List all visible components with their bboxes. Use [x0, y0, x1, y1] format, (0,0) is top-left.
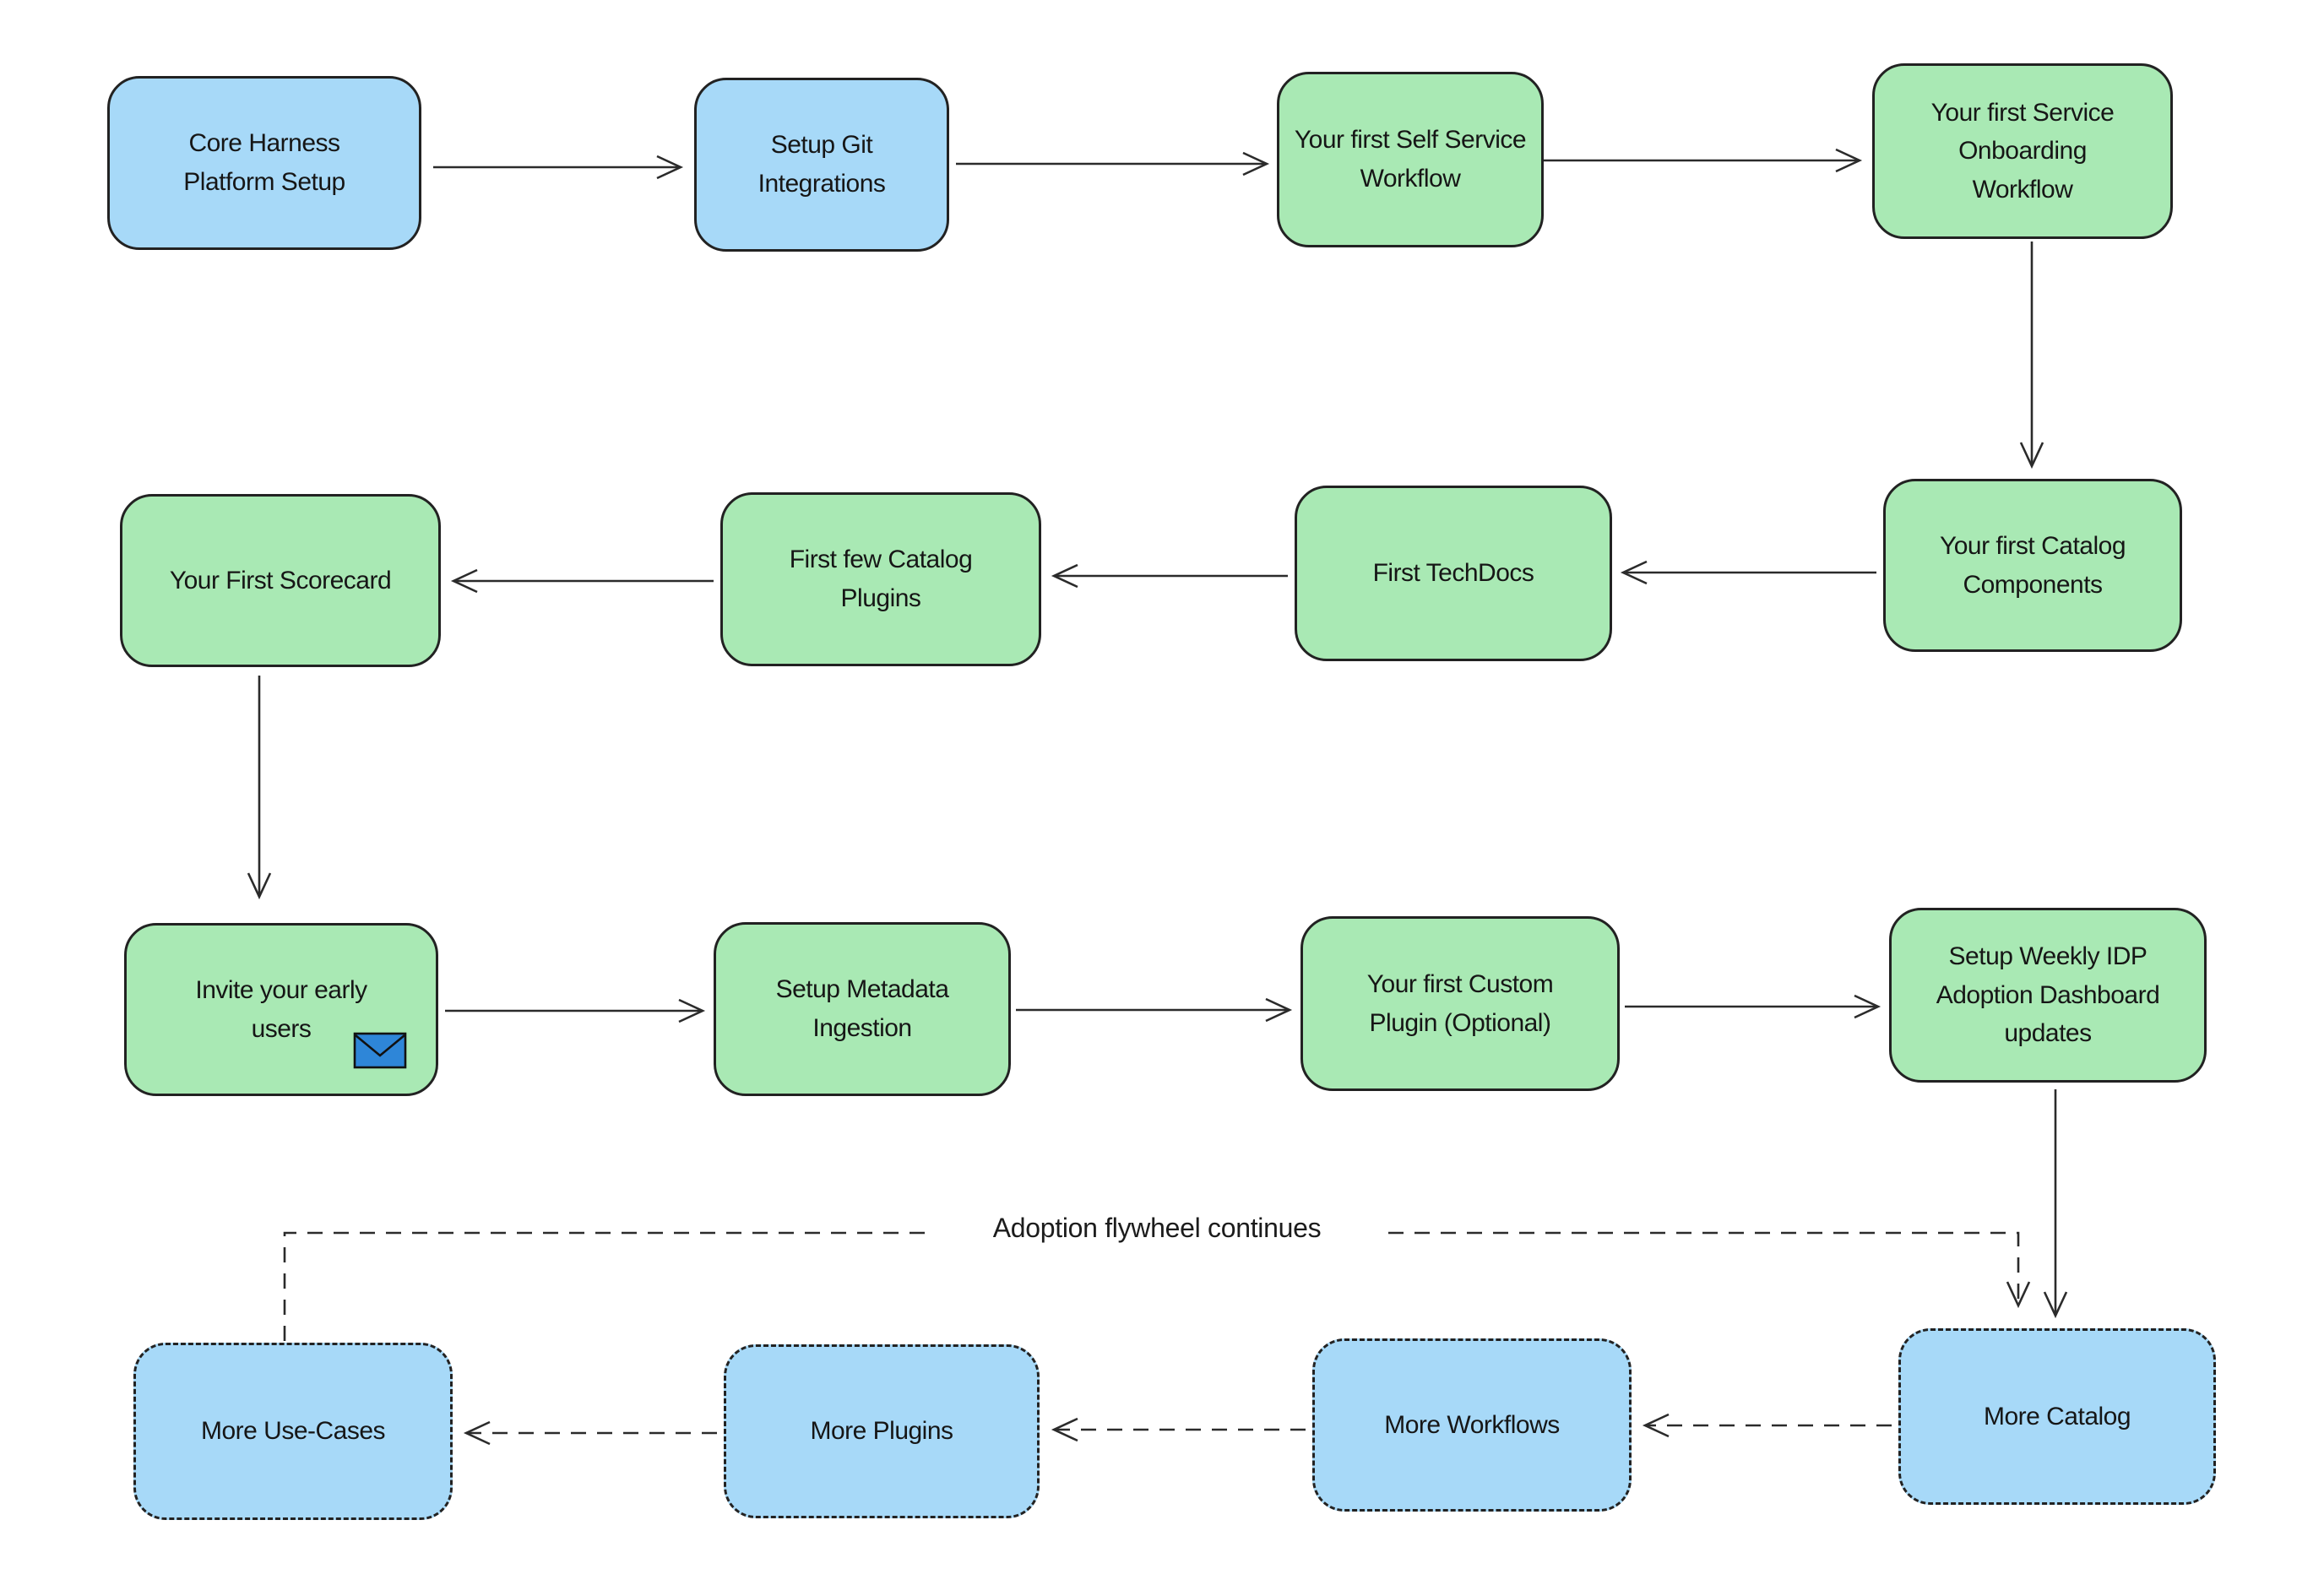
node-more-catalog: More Catalog: [1898, 1328, 2216, 1505]
node-label: Your First Scorecard: [169, 566, 392, 594]
node-label: Your first Self Service Workflow: [1294, 126, 1527, 193]
node-label: Your first Catalog Components: [1939, 531, 2126, 599]
node-first-catalog-components: Your first Catalog Components: [1883, 479, 2182, 652]
node-first-scorecard: Your First Scorecard: [120, 494, 441, 667]
node-first-service-onboarding-workflow: Your first Service Onboarding Workflow: [1872, 63, 2173, 239]
node-label: Setup Metadata Ingestion: [775, 975, 949, 1042]
node-label: More Workflows: [1384, 1410, 1560, 1439]
node-first-custom-plugin: Your first Custom Plugin (Optional): [1300, 916, 1620, 1091]
node-label: More Catalog: [1983, 1402, 2131, 1430]
node-invite-early-users: Invite your early users: [124, 923, 438, 1096]
node-setup-metadata-ingestion: Setup Metadata Ingestion: [714, 922, 1011, 1096]
node-label: First TechDocs: [1372, 559, 1534, 588]
node-label: Setup Git Integrations: [757, 131, 886, 198]
dashed-flywheel-line-right: [1388, 1231, 2031, 1309]
node-more-use-cases: More Use-Cases: [133, 1343, 453, 1520]
node-label: First few Catalog Plugins: [789, 546, 973, 612]
dashed-flywheel-line-left: [283, 1231, 926, 1341]
node-first-techdocs: First TechDocs: [1295, 486, 1612, 661]
flywheel-edge-label: Adoption flywheel continues: [992, 1213, 1322, 1243]
node-first-few-catalog-plugins: First few Catalog Plugins: [720, 492, 1041, 666]
envelope-icon: [353, 1032, 407, 1069]
node-more-plugins: More Plugins: [724, 1344, 1040, 1518]
node-label: Invite your early users: [195, 975, 367, 1043]
node-label: Your first Custom Plugin (Optional): [1366, 969, 1554, 1037]
node-label: Your first Service Onboarding Workflow: [1930, 98, 2115, 204]
node-label: Setup Weekly IDP Adoption Dashboard upda…: [1936, 942, 2160, 1048]
node-setup-git-integrations: Setup Git Integrations: [694, 78, 949, 252]
node-label: More Use-Cases: [200, 1417, 386, 1446]
node-core-harness-platform-setup: Core Harness Platform Setup: [107, 76, 421, 250]
node-label: More Plugins: [810, 1417, 953, 1446]
node-weekly-idp-adoption-dashboard: Setup Weekly IDP Adoption Dashboard upda…: [1889, 908, 2207, 1083]
node-more-workflows: More Workflows: [1312, 1338, 1632, 1512]
node-label: Core Harness Platform Setup: [183, 129, 345, 196]
node-first-self-service-workflow: Your first Self Service Workflow: [1277, 72, 1544, 247]
